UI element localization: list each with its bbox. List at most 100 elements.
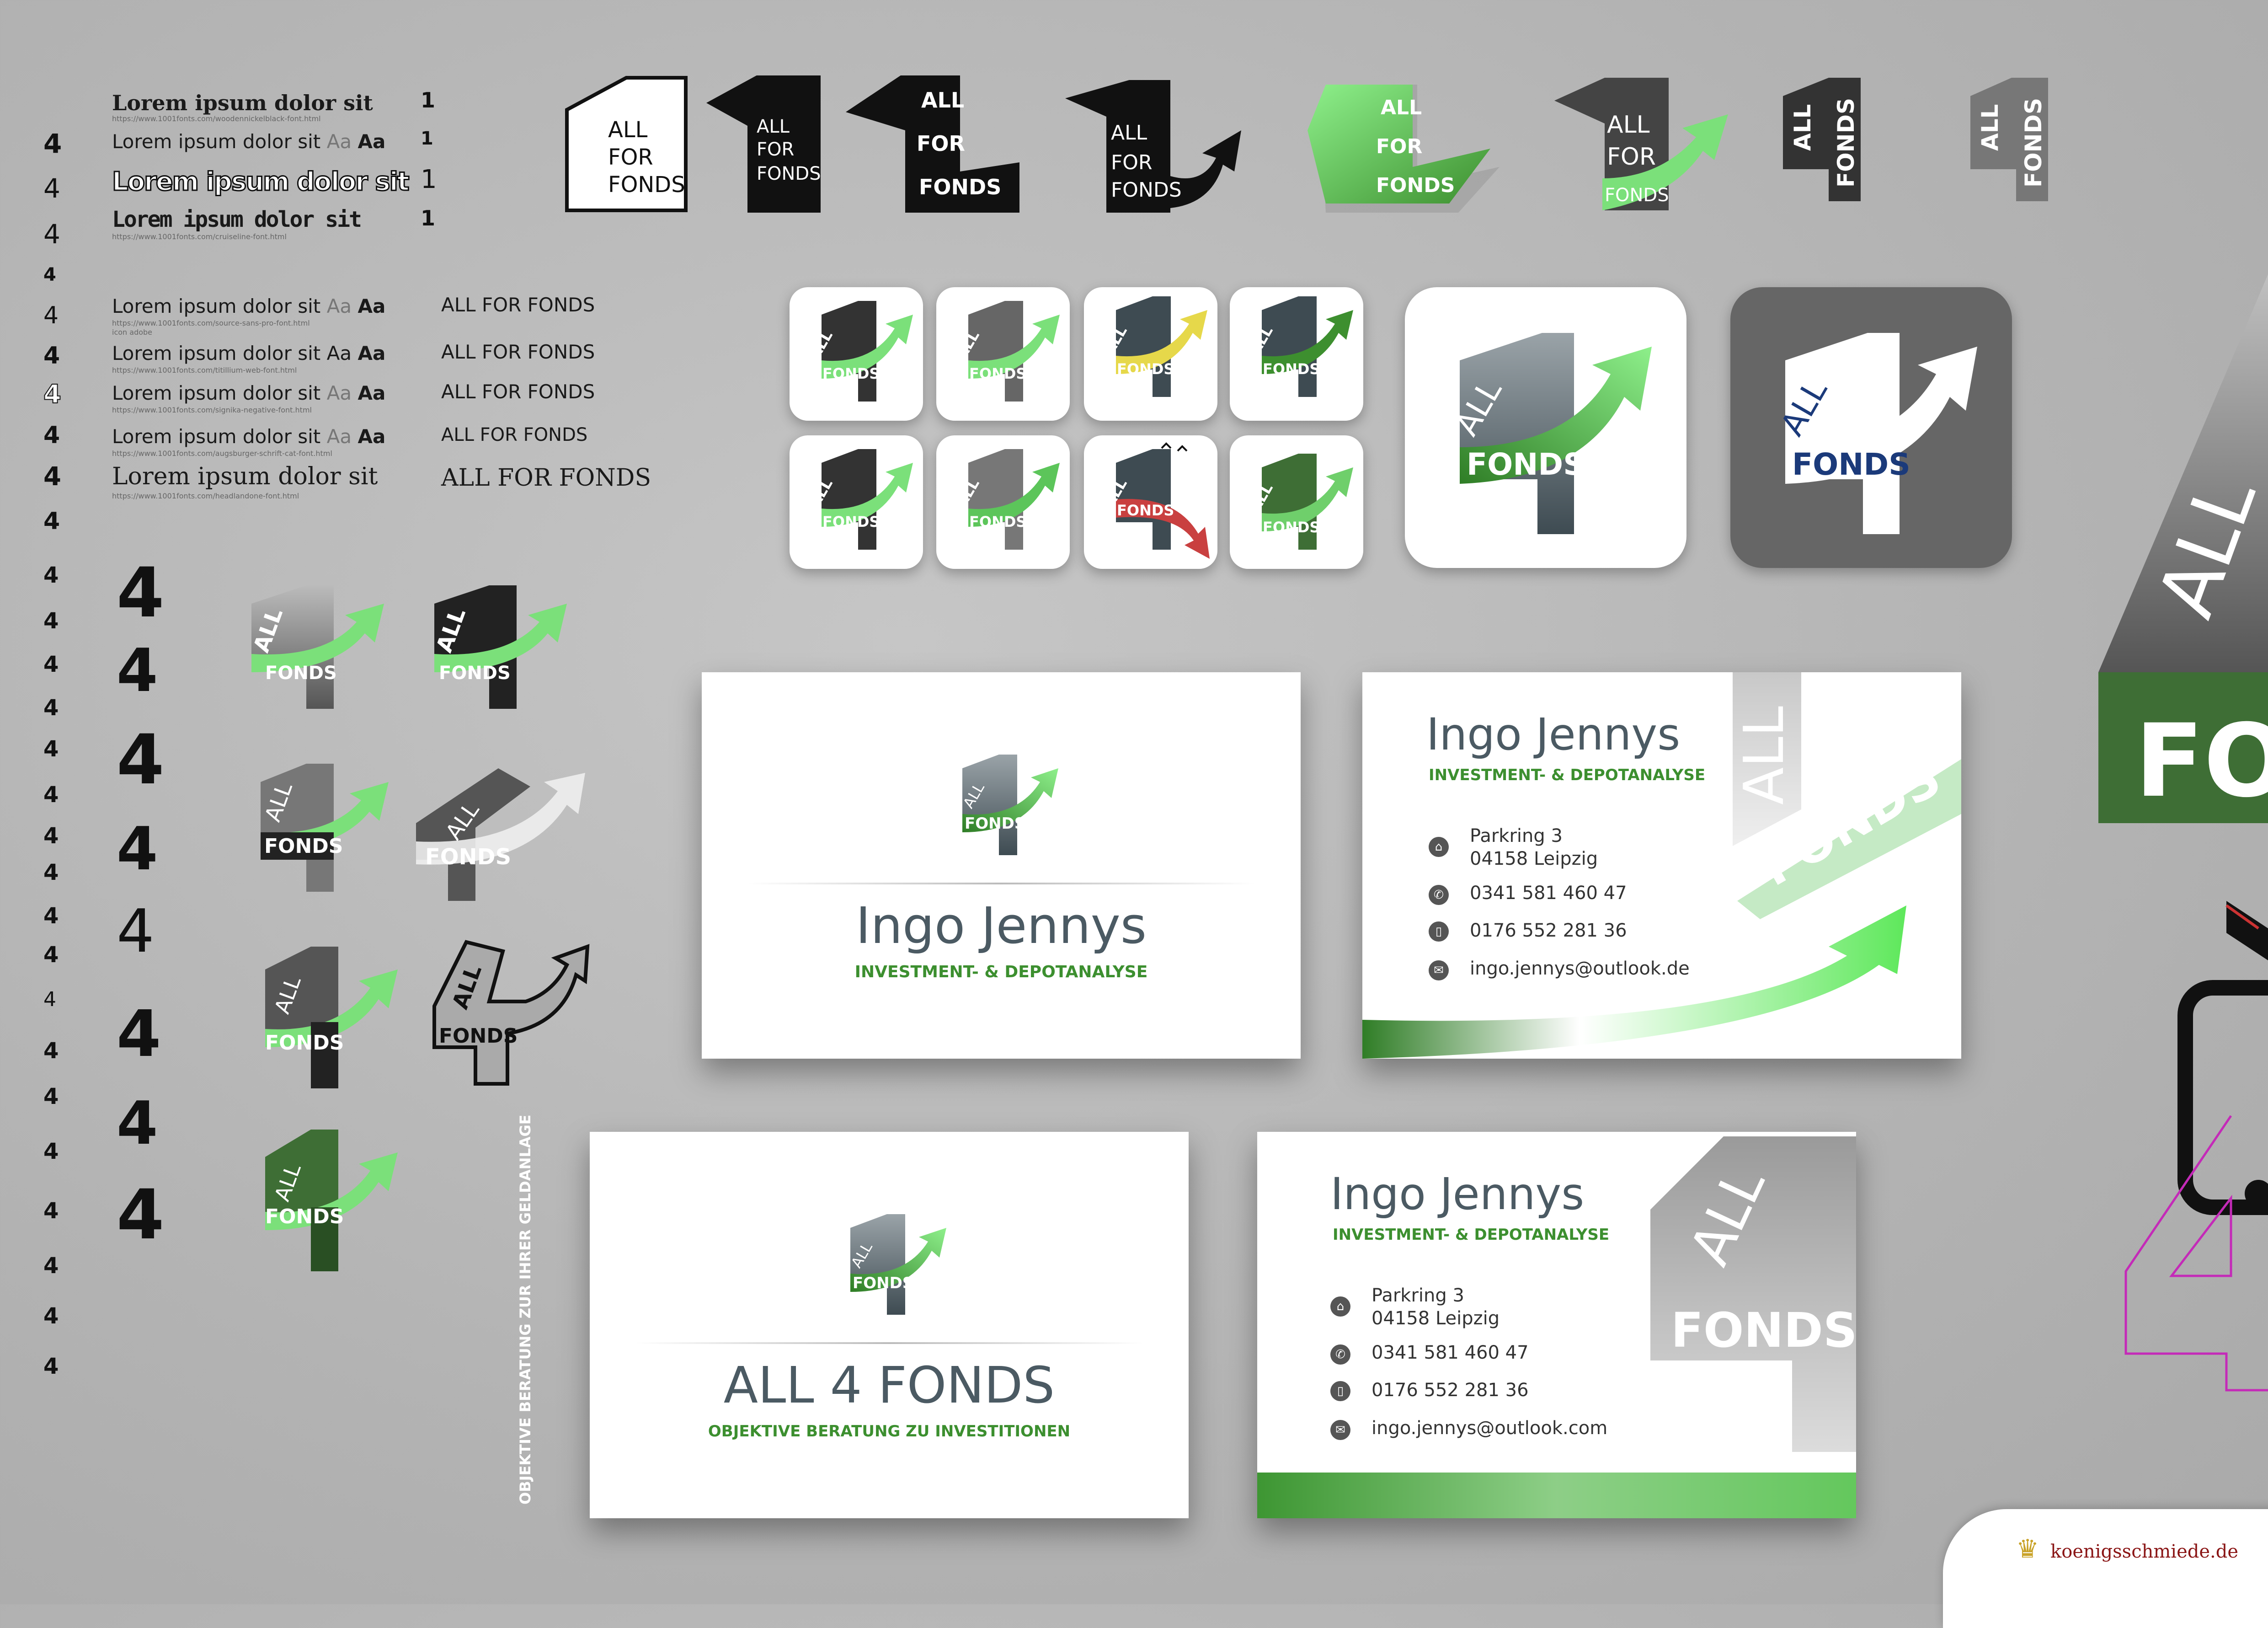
specimen-line-3: Lorem ipsum dolor sit: [112, 166, 411, 198]
logo-four-gray: ALL FONDS: [1970, 78, 2048, 201]
numeral-four: 4: [43, 695, 59, 721]
address-city: 04158 Leipzig: [1470, 848, 1598, 869]
phone-number[interactable]: 0341 581 460 47: [1470, 883, 1627, 904]
app-icon-tile[interactable]: ALL FONDS: [1230, 435, 1363, 569]
logo-word-for: FOR: [757, 139, 794, 160]
logo-word-fonds: FONDS: [1263, 360, 1320, 378]
logo-variant-black-green: ALL FONDS: [432, 585, 567, 709]
logo-word-all: ALL: [1111, 121, 1147, 145]
card-name: Ingo Jennys: [855, 896, 1147, 955]
specimen-text: Lorem ipsum dolor sit: [112, 207, 362, 232]
email-icon: ✉: [1429, 960, 1449, 980]
specimen-line-9: Lorem ipsum dolor sit: [112, 463, 378, 490]
specimen-aa-bold: Aa: [358, 130, 386, 153]
specimen-text: Lorem ipsum dolor sit: [112, 295, 321, 317]
logo-word-fonds: FONDS: [969, 513, 1026, 530]
specimen-url: icon adobe: [112, 328, 153, 337]
logo-word-fonds: FONDS: [1792, 447, 1910, 482]
address-street: Parkring 3: [1470, 825, 1563, 846]
logo-variant-outline: ALL FONDS: [432, 940, 590, 1086]
business-card-back-2: ALL FONDS Ingo Jennys INVESTMENT- & DEPO…: [1257, 1132, 1856, 1518]
card-subtitle: INVESTMENT- & DEPOTANALYSE: [854, 963, 1148, 981]
numeral-four-big: 4: [117, 1088, 158, 1158]
logo-word-all: ALL: [1733, 706, 1796, 805]
specimen-url: https://www.1001fonts.com/woodennickelbl…: [112, 114, 321, 123]
logo-variant-gray-black: ALL FONDS: [260, 764, 389, 892]
numeral-four-big: 4: [117, 896, 155, 966]
specimen-line-7: Lorem ipsum dolor sit Aa Aa: [112, 382, 385, 404]
numeral-four: 4: [43, 128, 62, 159]
divider: [747, 883, 1255, 884]
app-icon-tile[interactable]: ALL FONDS: [790, 287, 923, 421]
numeral-four: 4: [43, 1038, 59, 1064]
logo-word-fonds: FONDS: [265, 1205, 344, 1228]
numeral-four-big: 4: [117, 553, 165, 633]
logo-word-fonds: FONDS: [1671, 1302, 1856, 1358]
numeral-four: 4: [43, 422, 60, 449]
specimen-text: Lorem ipsum dolor sit: [112, 382, 321, 404]
vertical-tagline: OBJEKTIVE BERATUNG ZUR IHRER GELDANLAGE: [517, 1114, 534, 1505]
brand-specimen: ALL FOR FONDS: [441, 294, 595, 316]
logo-word-fonds: FONDS: [425, 844, 511, 870]
logo-word-fonds: FONDS: [439, 663, 511, 684]
numeral-four: 4: [43, 173, 60, 204]
numeral-four: 4: [43, 1198, 59, 1224]
phone-number[interactable]: 0341 581 460 47: [1371, 1342, 1529, 1363]
logo-word-for: FOR: [1111, 151, 1153, 174]
mobile-icon: ▯: [1429, 921, 1449, 942]
app-icon-tile[interactable]: ALL FONDS: [1084, 435, 1217, 569]
logo-word-fonds: FONDS: [1117, 502, 1174, 519]
numeral-four: 4: [43, 988, 56, 1011]
app-icon-tile[interactable]: ALL FONDS: [790, 435, 923, 569]
mobile-number[interactable]: 0176 552 281 36: [1470, 920, 1627, 941]
app-icon-tile[interactable]: ALL FONDS: [936, 435, 1070, 569]
logo-variant-dark-green: ALL FONDS: [265, 1130, 398, 1271]
numeral-four: 4: [43, 1354, 59, 1379]
app-icon-tile[interactable]: ALL FONDS: [1084, 287, 1217, 421]
email-address[interactable]: ingo.jennys@outlook.com: [1371, 1418, 1608, 1439]
numeral-four: 4: [43, 508, 60, 535]
numeral-four: 4: [43, 942, 59, 968]
card-title: ALL 4 FONDS: [723, 1356, 1055, 1414]
logo-word-fonds: FONDS: [969, 365, 1026, 382]
footer-brand-text[interactable]: koenigsschmiede.de: [2050, 1541, 2239, 1562]
logo-word-fonds: FONDS: [919, 175, 1001, 199]
specimen-line-8: Lorem ipsum dolor sit Aa Aa: [112, 425, 385, 448]
logo-word-fonds: FONDS: [439, 1024, 518, 1048]
logo-word-fonds: FONDS: [1263, 519, 1320, 536]
logo-word-for: FOR: [608, 145, 653, 170]
specimen-url: https://www.1001fonts.com/signika-negati…: [112, 406, 312, 414]
home-icon: ⌂: [1429, 837, 1449, 857]
logo-mark: ALL FONDS: [953, 449, 1060, 550]
logo-mark: ALL FONDS: [1100, 442, 1210, 559]
app-icon-tile[interactable]: ALL FONDS: [936, 287, 1070, 421]
logo-word-fonds: FONDS: [1605, 185, 1669, 206]
logo-four-dark: ALL FONDS: [1783, 78, 1861, 201]
numeral-four: 4: [43, 219, 60, 250]
specimen-url: https://www.1001fonts.com/source-sans-pr…: [112, 319, 310, 327]
app-icon-tile[interactable]: ALL FONDS: [1230, 287, 1363, 421]
app-icon-large-light[interactable]: ALL FONDS: [1405, 287, 1686, 568]
logo-word-fonds: FONDS: [264, 835, 343, 858]
right-edge-phone-mockup: [2124, 901, 2268, 1392]
specimen-aa: Aa: [326, 342, 352, 364]
logo-word-fonds: FONDS: [1117, 360, 1174, 378]
mobile-number[interactable]: 0176 552 281 36: [1371, 1380, 1529, 1401]
logo-word-fonds: FONDS: [608, 172, 685, 198]
email-address[interactable]: ingo.jennys@outlook.de: [1470, 958, 1690, 979]
numeral-four: 4: [43, 823, 59, 849]
logo-word-all: ALL: [1789, 104, 1816, 151]
card-subtitle: OBJEKTIVE BERATUNG ZU INVESTITIONEN: [708, 1422, 1071, 1441]
logo-mark: ALL FONDS: [806, 301, 913, 402]
specimen-aa: Aa: [326, 382, 352, 404]
business-card-front-1: ALL FONDS Ingo Jennys INVESTMENT- & DEPO…: [702, 672, 1301, 1059]
numeral-four: 4: [43, 264, 56, 285]
brand-specimen: ALL FOR FONDS: [441, 424, 588, 445]
divider: [635, 1342, 1143, 1344]
numeral-four-big: 4: [117, 720, 165, 800]
app-icon-large-dark[interactable]: ALL FONDS: [1730, 287, 2012, 568]
specimen-url: https://www.1001fonts.com/headlandone-fo…: [112, 492, 299, 500]
footer-badge: ♛ koenigsschmiede.de: [1943, 1509, 2268, 1628]
logo-mark: ALL FONDS: [953, 301, 1060, 402]
numeral-four: 4: [43, 1139, 59, 1164]
